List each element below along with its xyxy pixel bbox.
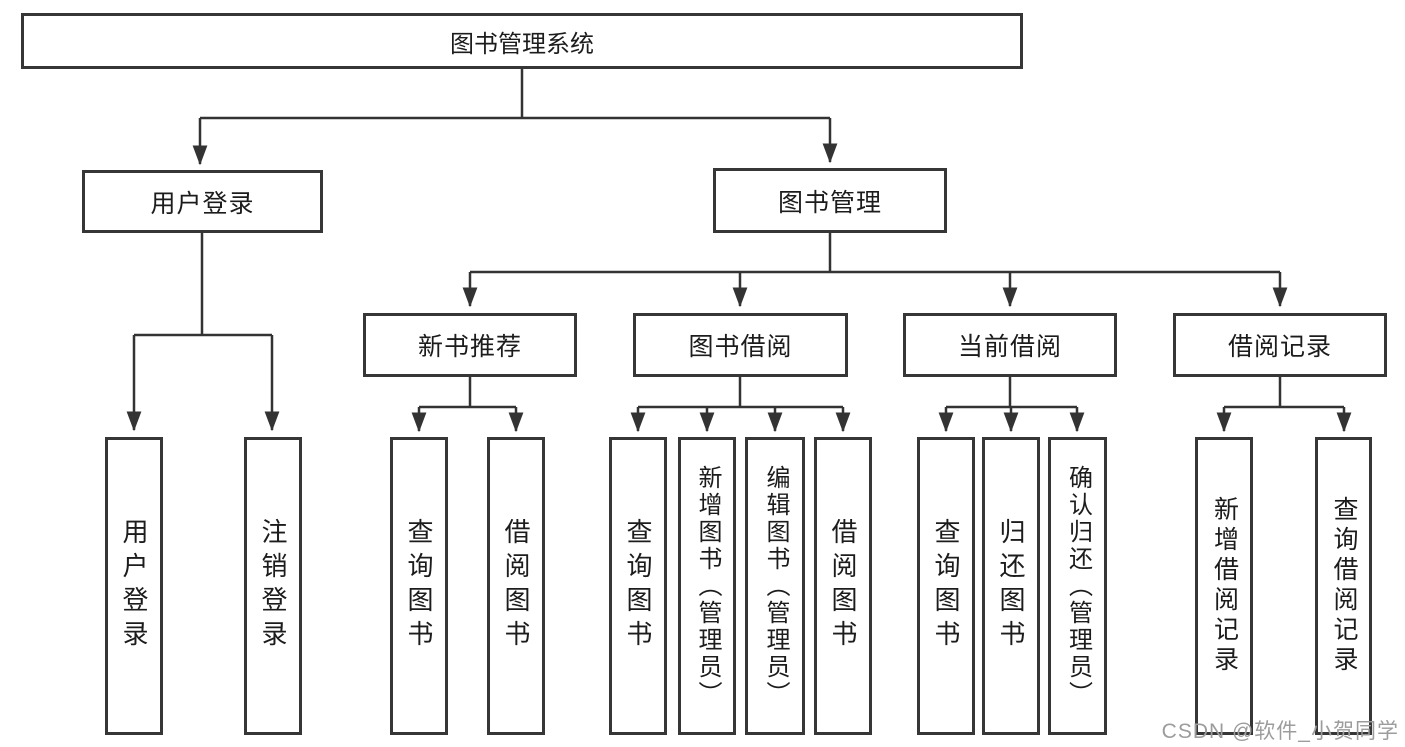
leaf-label: 归还图书 [996,518,1026,654]
leaf-add-borrow-record: 新增借阅记录 [1195,437,1253,735]
leaf-label: 注销登录 [258,518,288,654]
node-current-borrow-label: 当前借阅 [957,333,1062,361]
leaf-label: 借阅图书 [501,518,531,654]
leaf-label: 确认归还（管理员） [1064,464,1092,708]
leaf-query-books-recommend: 查询图书 [390,437,448,735]
node-user-login: 用户登录 [82,170,323,233]
leaf-label: 用户登录 [119,518,149,654]
leaf-user-login: 用户登录 [105,437,163,735]
leaf-label: 新增借阅记录 [1210,496,1239,676]
leaf-confirm-return-admin: 确认归还（管理员） [1048,437,1107,735]
leaf-borrow-books: 借阅图书 [814,437,872,735]
leaf-label: 查询借阅记录 [1330,496,1358,676]
leaf-borrow-books-recommend: 借阅图书 [487,437,545,735]
node-root-label: 图书管理系统 [450,30,594,58]
leaf-query-books-current: 查询图书 [917,437,975,735]
leaf-logout: 注销登录 [244,437,302,735]
leaf-label: 新增图书（管理员） [694,464,721,708]
leaf-edit-books-admin: 编辑图书（管理员） [745,437,805,735]
leaf-query-books-borrow: 查询图书 [609,437,667,735]
node-new-book-recommend: 新书推荐 [363,313,577,377]
connector-group [126,68,1352,433]
leaf-label: 借阅图书 [828,518,858,654]
node-book-borrow-label: 图书借阅 [688,333,793,361]
leaf-label: 编辑图书（管理员） [762,464,789,708]
leaf-query-borrow-record: 查询借阅记录 [1315,437,1372,735]
node-book-management: 图书管理 [713,168,947,233]
node-book-borrow: 图书借阅 [633,313,848,377]
leaf-label: 查询图书 [404,518,434,654]
node-current-borrow: 当前借阅 [903,313,1117,377]
node-new-book-recommend-label: 新书推荐 [417,333,522,361]
node-borrow-records: 借阅记录 [1173,313,1387,377]
leaf-label: 查询图书 [623,518,653,654]
leaf-label: 查询图书 [931,518,961,654]
leaf-return-books: 归还图书 [982,437,1040,735]
leaf-add-books-admin: 新增图书（管理员） [678,437,736,735]
csdn-watermark: CSDN @软件_小贺同学 [1161,720,1399,743]
node-root-system: 图书管理系统 [21,13,1023,69]
node-borrow-records-label: 借阅记录 [1227,333,1332,361]
node-book-management-label: 图书管理 [777,188,882,217]
node-user-login-label: 用户登录 [150,189,255,218]
